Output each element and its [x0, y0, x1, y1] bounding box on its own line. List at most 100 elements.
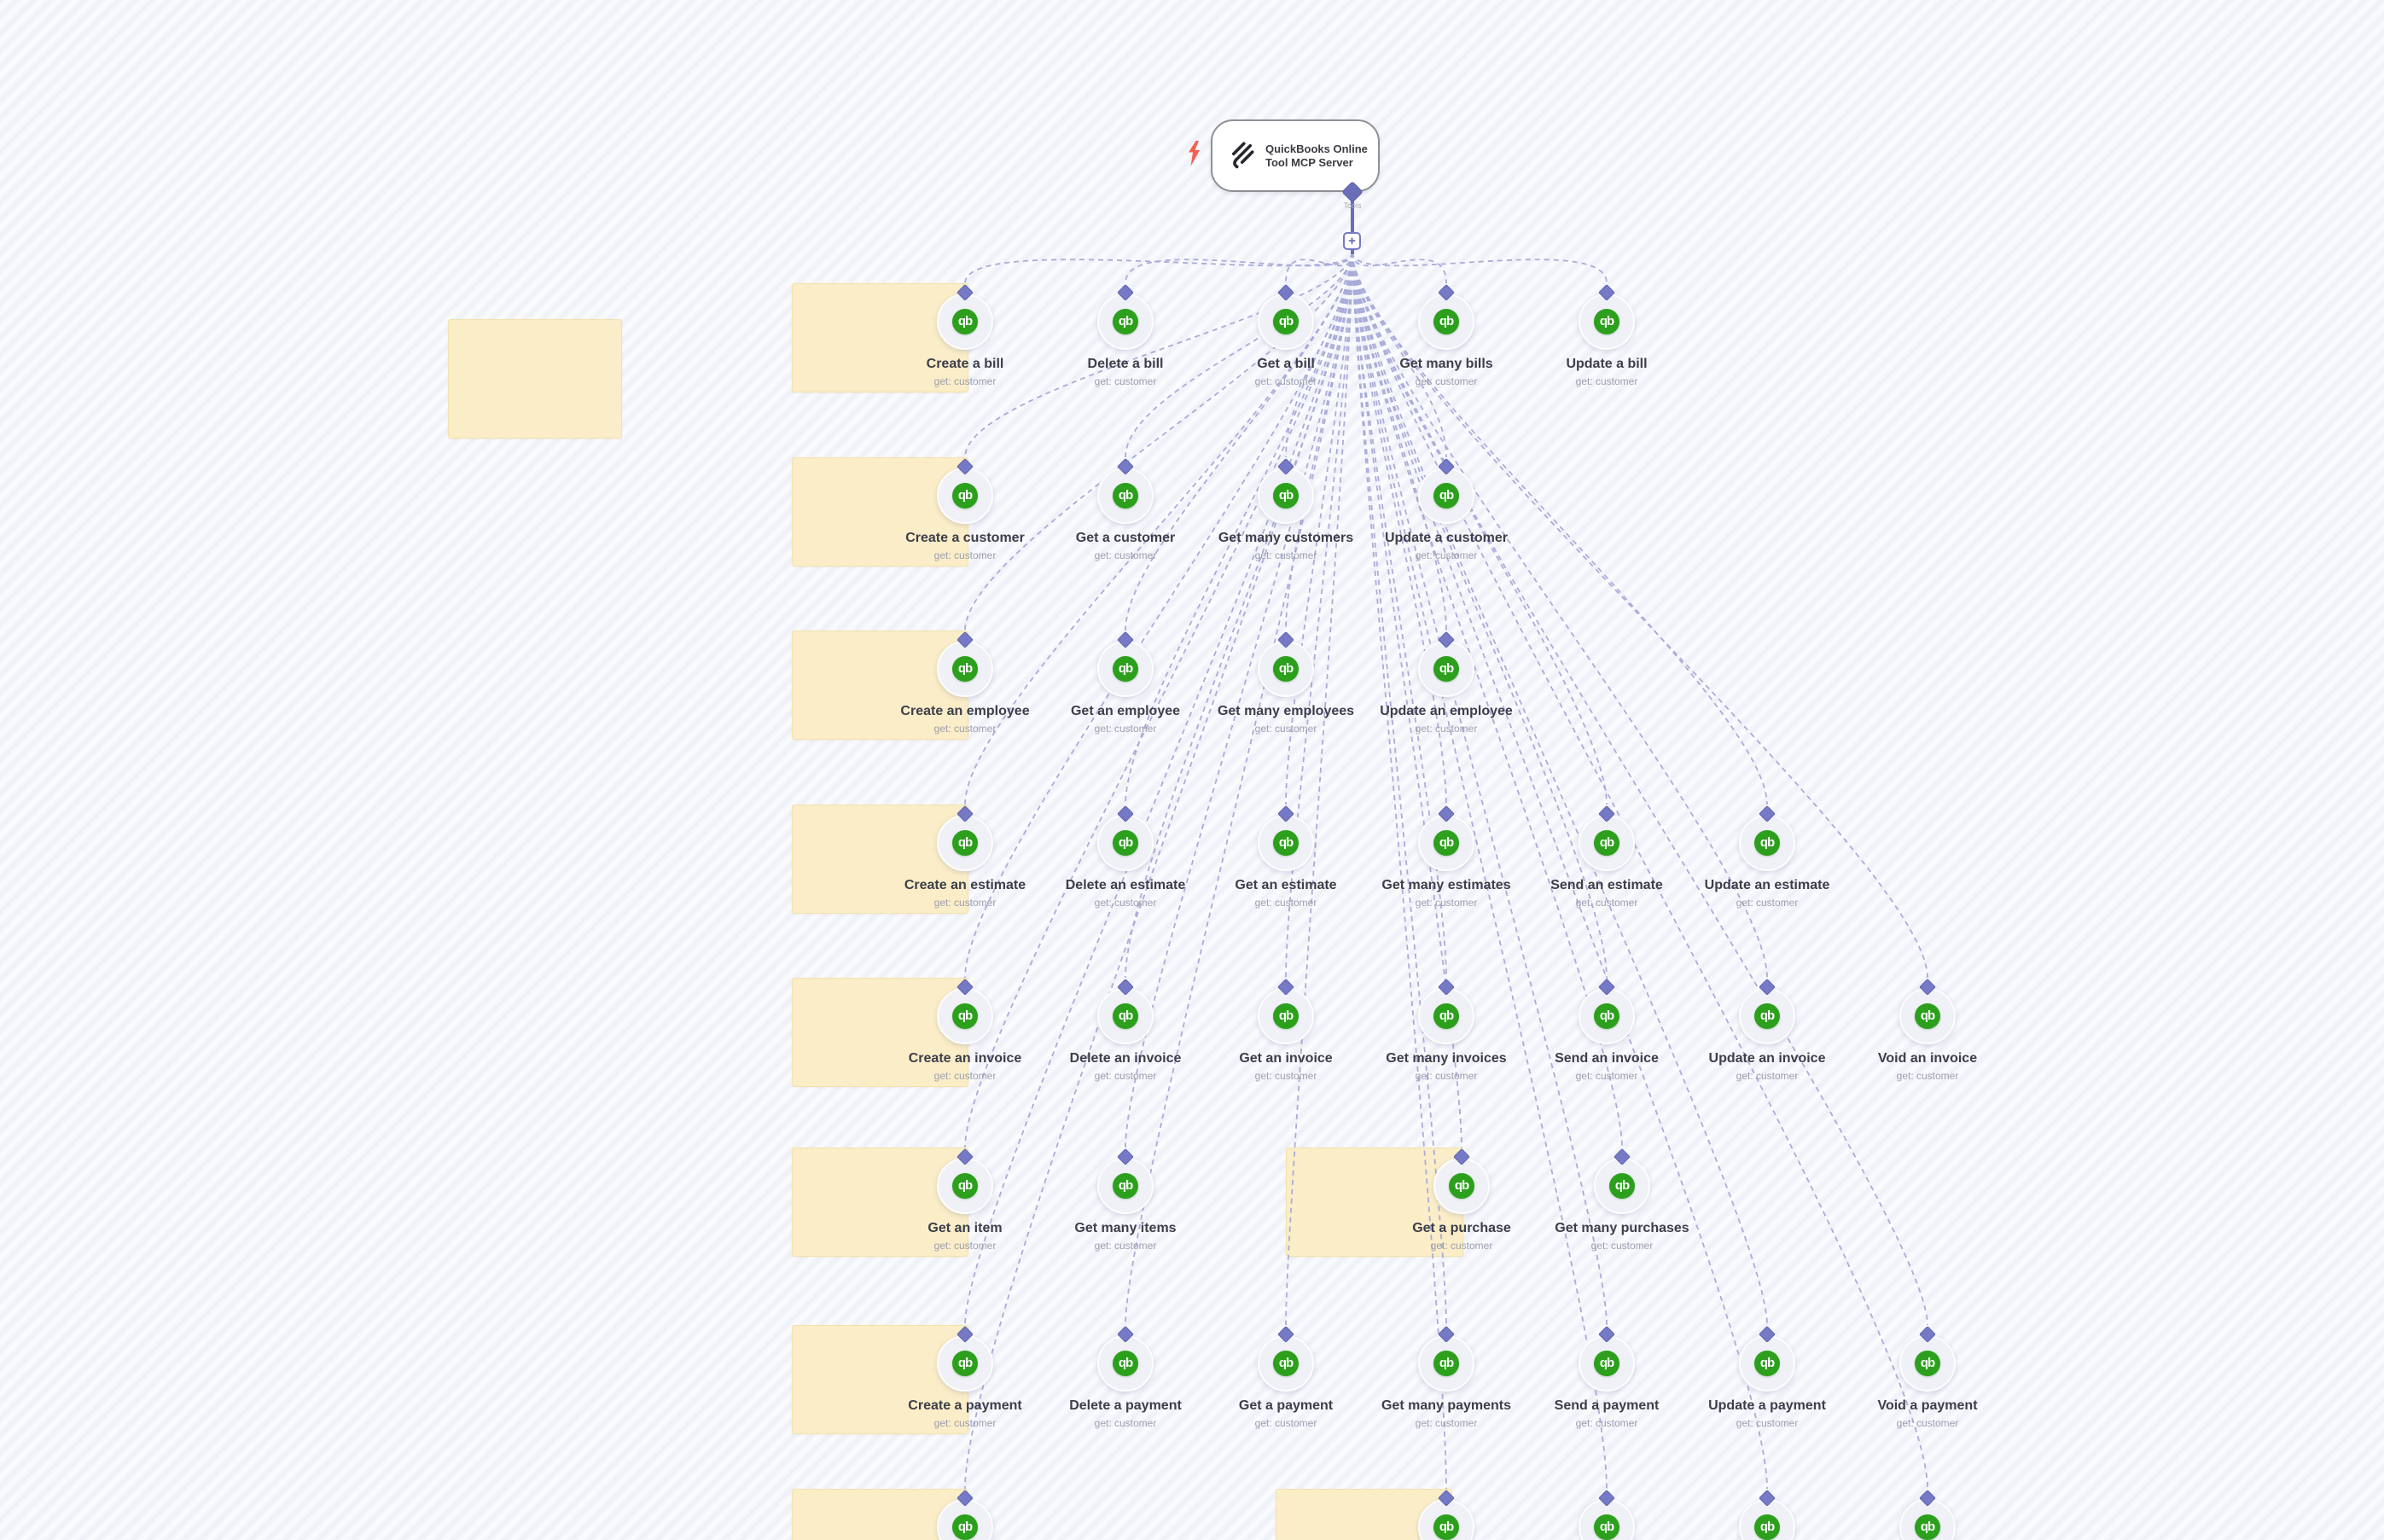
sticky-note[interactable] — [792, 978, 968, 1087]
tool-node-sublabel: get: customer — [1736, 1070, 1799, 1082]
tool-node-circle[interactable]: qb — [1579, 815, 1635, 871]
tool-node[interactable]: qb — [1899, 1489, 1956, 1540]
tool-node-circle[interactable]: qb — [1579, 293, 1635, 350]
tool-node-circle[interactable]: qb — [1418, 988, 1474, 1044]
tool-node-circle[interactable]: qb — [1258, 468, 1314, 524]
tool-node-circle[interactable]: qb — [1899, 1335, 1956, 1392]
mcp-server-trigger-node[interactable]: QuickBooks Online Tool MCP Server — [1211, 119, 1380, 192]
tool-node-circle[interactable]: qb — [1579, 988, 1635, 1044]
tool-node-circle[interactable]: qb — [1258, 293, 1314, 350]
tool-node-circle[interactable]: qb — [1418, 641, 1474, 697]
sticky-note[interactable] — [792, 805, 968, 914]
sticky-note[interactable] — [792, 1148, 968, 1257]
tool-node-label: Get a bill — [1257, 357, 1315, 371]
tool-node-circle[interactable]: qb — [1418, 815, 1474, 871]
tool-node-circle[interactable]: qb — [1418, 1335, 1474, 1392]
tool-node-circle[interactable]: qb — [937, 815, 993, 871]
sticky-note[interactable] — [448, 319, 622, 439]
tool-node-circle[interactable]: qb — [937, 1158, 993, 1214]
tool-node-circle[interactable]: qb — [937, 988, 993, 1044]
tool-node[interactable]: qb — [1579, 1489, 1635, 1540]
tool-node-label: Create an employee — [900, 704, 1030, 718]
tool-node-circle[interactable]: qb — [1097, 293, 1154, 350]
sticky-note[interactable] — [792, 1325, 968, 1434]
sticky-note[interactable] — [792, 283, 968, 392]
tool-node-circle[interactable]: qb — [1097, 1335, 1154, 1392]
tool-node-circle[interactable]: qb — [1097, 988, 1154, 1044]
tool-node[interactable]: qb — [937, 1489, 993, 1540]
tool-node-label: Update a bill — [1566, 357, 1648, 371]
tool-node-circle[interactable]: qb — [1739, 988, 1795, 1044]
tool-node-circle[interactable]: qb — [1097, 1158, 1154, 1214]
tool-node[interactable]: qb — [1739, 1489, 1795, 1540]
add-tool-button[interactable]: + — [1343, 232, 1361, 250]
tool-node-label: Void an invoice — [1877, 1051, 1978, 1066]
tool-node-circle[interactable]: qb — [937, 641, 993, 697]
tool-node-circle[interactable]: qb — [1579, 1335, 1635, 1392]
tool-node-circle[interactable]: qb — [937, 293, 993, 350]
tool-node-circle[interactable]: qb — [1418, 468, 1474, 524]
tool-node-circle[interactable]: qb — [1097, 815, 1154, 871]
tool-node-circle[interactable]: qb — [1418, 293, 1474, 350]
tool-node-circle[interactable]: qb — [1899, 988, 1956, 1044]
quickbooks-icon: qb — [952, 656, 978, 682]
tool-node-circle[interactable]: qb — [1418, 1499, 1474, 1540]
tool-node-circle[interactable]: qb — [937, 1335, 993, 1392]
tool-node-circle[interactable]: qb — [1097, 641, 1154, 697]
tool-node-circle[interactable]: qb — [1258, 988, 1314, 1044]
tool-node-circle[interactable]: qb — [937, 468, 993, 524]
tool-node-circle[interactable]: qb — [1433, 1158, 1490, 1214]
tool-node-circle[interactable]: qb — [1739, 1335, 1795, 1392]
tool-node-circle[interactable]: qb — [1258, 641, 1314, 697]
tool-node-circle[interactable]: qb — [1739, 815, 1795, 871]
quickbooks-icon: qb — [1594, 1003, 1619, 1029]
tool-node-circle[interactable]: qb — [1258, 1335, 1314, 1392]
tool-node-sublabel: get: customer — [933, 897, 997, 909]
sticky-note[interactable] — [792, 631, 968, 740]
tool-node-circle[interactable]: qb — [1097, 468, 1154, 524]
tool-node[interactable]: qb — [1418, 1489, 1474, 1540]
sticky-note[interactable] — [792, 457, 968, 567]
tool-node-circle[interactable]: qb — [1258, 815, 1314, 871]
tool-node-sublabel: get: customer — [1415, 723, 1478, 735]
tool-node-circle[interactable]: qb — [1594, 1158, 1650, 1214]
